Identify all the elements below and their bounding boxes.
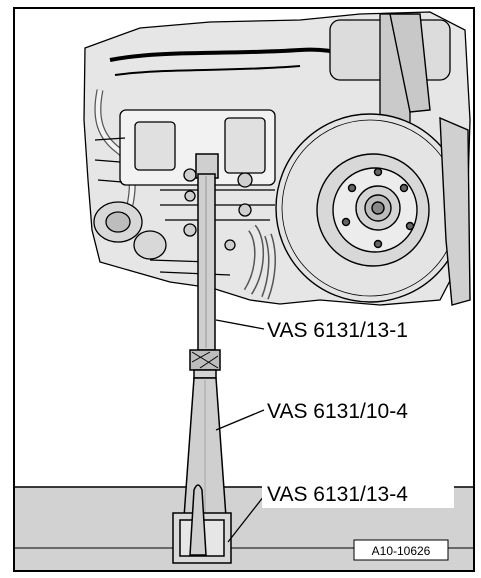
leader-line-3 — [227, 495, 265, 543]
leader-line-2 — [215, 409, 265, 431]
base-plate — [172, 484, 232, 564]
leader-line-1 — [215, 319, 265, 330]
figure-ref: A10-10626 — [372, 544, 431, 558]
callout-3-bg — [262, 478, 454, 508]
wheel-hub — [275, 13, 471, 306]
callout-label-2: VAS 6131/10-4 — [267, 400, 408, 423]
coupling — [189, 349, 221, 379]
callout-label-3: VAS 6131/13-4 — [267, 483, 408, 506]
adapter-upper — [195, 153, 219, 351]
figure-ref-box — [353, 539, 449, 561]
callout-label-1: VAS 6131/13-1 — [267, 319, 408, 342]
